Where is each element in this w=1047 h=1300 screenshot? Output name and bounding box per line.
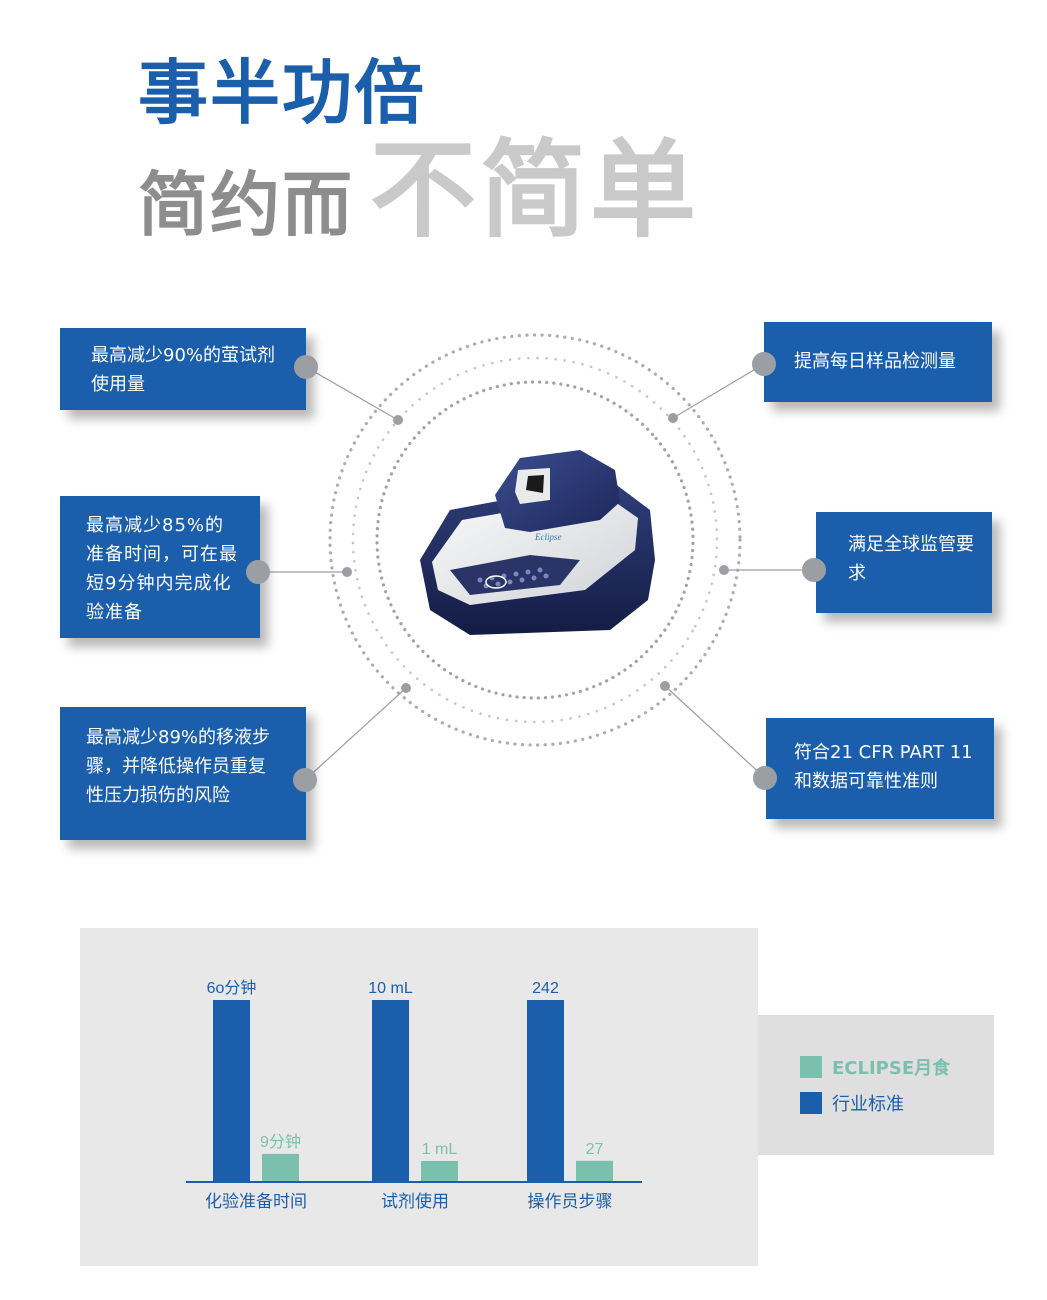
bar-value-label: 27 xyxy=(586,1141,604,1158)
callout-dot xyxy=(753,766,777,790)
bar-industry xyxy=(213,1000,250,1181)
legend-label-industry: 行业标准 xyxy=(832,1094,904,1115)
callout-text: 最高减少90%的萤试剂使用量 xyxy=(91,345,276,395)
category-label: 操作员步骤 xyxy=(528,1192,613,1212)
ring-dot xyxy=(342,567,352,577)
bar-value-label: 6o分钟 xyxy=(207,979,257,997)
bar-eclipse xyxy=(262,1153,299,1181)
callout-dot xyxy=(293,768,317,792)
callout-text: 最高减少85%的准备时间，可在最短9分钟内完成化验准备 xyxy=(86,515,238,623)
callout-dot xyxy=(246,560,270,584)
bar-value-label: 9分钟 xyxy=(260,1133,301,1151)
legend-swatch-industry xyxy=(800,1092,822,1114)
callout-dot xyxy=(802,558,826,582)
legend-label-eclipse: ECLIPSE月食 xyxy=(832,1058,951,1079)
ring-dot xyxy=(393,415,403,425)
callout-reagent-reduction: 最高减少90%的萤试剂使用量 xyxy=(60,328,306,410)
category-label: 化验准备时间 xyxy=(205,1192,307,1212)
callout-throughput: 提高每日样品检测量 xyxy=(764,322,992,402)
dotted-ring-outer xyxy=(328,333,742,747)
callout-prep-time-reduction: 最高减少85%的准备时间，可在最短9分钟内完成化验准备 xyxy=(60,496,260,638)
chart-legend: ECLIPSE月食 行业标准 xyxy=(758,1015,994,1155)
callout-regulatory: 满足全球监管要求 xyxy=(816,512,992,613)
comparison-chart-panel: 6o分钟 9分钟化验准备时间 10 mL 1 mL 试剂使用 242 27 操作员步骤 xyxy=(80,928,758,1266)
connector-left-top xyxy=(305,366,399,421)
bar-eclipse xyxy=(421,1161,458,1181)
ring-dot xyxy=(719,565,729,575)
callout-cfr-compliance: 符合21 CFR PART 11和数据可靠性准则 xyxy=(766,718,994,819)
callout-dot xyxy=(752,352,776,376)
connector-right-bottom xyxy=(664,685,766,779)
callout-text: 最高减少89%的移液步骤，并降低操作员重复性压力损伤的风险 xyxy=(86,727,271,806)
title-line-2-small: 简约而 xyxy=(138,164,354,246)
bar-industry xyxy=(527,1000,564,1181)
legend-item-industry: 行业标准 xyxy=(800,1091,904,1115)
bar-industry xyxy=(372,1000,409,1181)
connector-right-top xyxy=(672,363,765,419)
callout-dot xyxy=(294,355,318,379)
ring-dot xyxy=(668,413,678,423)
dotted-ring-mid xyxy=(351,356,719,724)
ring-dot xyxy=(401,683,411,693)
connector-left-bottom xyxy=(304,687,407,781)
callout-text: 符合21 CFR PART 11和数据可靠性准则 xyxy=(794,742,973,792)
callout-pipetting-reduction: 最高减少89%的移液步骤，并降低操作员重复性压力损伤的风险 xyxy=(60,707,306,840)
category-label: 试剂使用 xyxy=(381,1191,449,1212)
ring-decoration xyxy=(258,333,814,781)
callout-text: 提高每日样品检测量 xyxy=(794,351,956,372)
dotted-ring-inner xyxy=(375,380,695,700)
bar-value-label: 242 xyxy=(532,980,559,997)
ring-dot xyxy=(660,681,670,691)
legend-swatch-eclipse xyxy=(800,1056,822,1078)
eclipse-device-image: Eclipse xyxy=(420,450,655,635)
title-line-1: 事半功倍 xyxy=(138,52,426,134)
bar-value-label: 1 mL xyxy=(422,1141,458,1158)
legend-item-eclipse: ECLIPSE月食 xyxy=(800,1055,950,1079)
bar-value-label: 10 mL xyxy=(368,980,413,997)
bar-eclipse xyxy=(576,1160,613,1181)
callout-text: 满足全球监管要求 xyxy=(848,534,974,584)
device-brand-label: Eclipse xyxy=(534,532,562,542)
title-line-2-large: 不简单 xyxy=(370,129,700,252)
